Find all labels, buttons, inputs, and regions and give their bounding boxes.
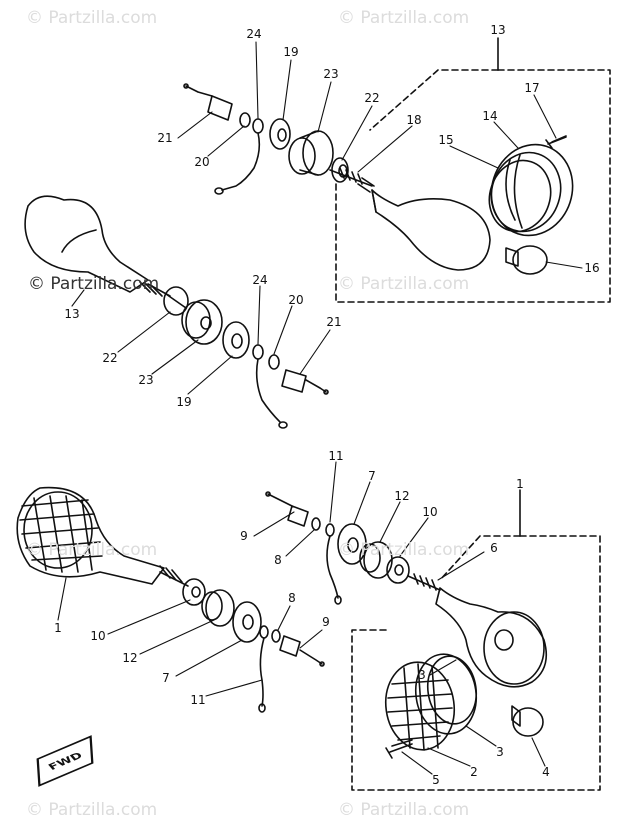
nut-22-top xyxy=(331,157,349,183)
callout-24: 24 xyxy=(252,273,268,287)
bulb-4 xyxy=(511,705,544,737)
callout-5: 5 xyxy=(432,773,440,787)
watermark: © Partzilla.com xyxy=(338,8,470,28)
callout-19: 19 xyxy=(176,395,192,409)
washer-7-right xyxy=(337,523,367,565)
nut-10-left xyxy=(182,578,206,606)
callout-13: 13 xyxy=(64,307,80,321)
callout-8: 8 xyxy=(288,591,296,605)
callout-1: 1 xyxy=(516,477,524,491)
callout-7: 7 xyxy=(162,671,170,685)
callout-11: 11 xyxy=(190,693,206,707)
callout-6: 6 xyxy=(490,541,498,555)
callout-10: 10 xyxy=(422,505,438,519)
stem-mid xyxy=(139,281,171,297)
callout-9: 9 xyxy=(240,529,248,543)
wire-24-top xyxy=(214,118,264,195)
nut-10-right xyxy=(386,556,410,584)
callout-3: 3 xyxy=(496,745,504,759)
callout-2: 2 xyxy=(470,765,478,779)
callout-23: 23 xyxy=(323,67,339,81)
socket-21-mid xyxy=(281,369,329,395)
watermark: © Partzilla.com xyxy=(26,8,158,28)
watermark: © Partzilla.com xyxy=(26,540,158,560)
callout-16: 16 xyxy=(584,261,600,275)
callout-20: 20 xyxy=(288,293,304,307)
callout-18: 18 xyxy=(406,113,422,127)
callout-11: 11 xyxy=(328,449,344,463)
spacer-23-top xyxy=(288,130,334,176)
assembly-13-box xyxy=(335,37,611,303)
callout-22: 22 xyxy=(364,91,380,105)
lens-14 xyxy=(490,143,574,237)
bulb-16 xyxy=(505,245,548,275)
washer-19-top xyxy=(269,118,291,150)
watermark-dark: © Partzilla.com xyxy=(28,274,160,294)
rim-3 xyxy=(414,653,478,735)
stem-6 xyxy=(407,573,441,591)
callout-12: 12 xyxy=(394,489,410,503)
washer-8-right xyxy=(311,517,321,531)
housing-13-top xyxy=(357,177,491,271)
callout-9: 9 xyxy=(322,615,330,629)
wire-24-mid xyxy=(252,344,288,429)
wire-11-right xyxy=(325,523,342,605)
stem-1-left xyxy=(159,565,189,587)
housing-13-mid xyxy=(24,195,149,293)
callout-17: 17 xyxy=(524,81,540,95)
spacer-12-left xyxy=(201,589,235,627)
callout-4: 4 xyxy=(542,765,550,779)
callout-7: 7 xyxy=(368,469,376,483)
socket-21-top xyxy=(183,83,233,121)
screw-17 xyxy=(545,135,567,149)
assembly-1-box xyxy=(351,489,601,791)
callout-12: 12 xyxy=(122,651,138,665)
callout-21: 21 xyxy=(326,315,342,329)
callout-3: 3 xyxy=(418,668,426,682)
callout-24: 24 xyxy=(246,27,262,41)
watermark: © Partzilla.com xyxy=(338,800,470,820)
callout-8: 8 xyxy=(274,553,282,567)
callout-22: 22 xyxy=(102,351,118,365)
wire-11-left xyxy=(258,625,269,713)
rim-15 xyxy=(488,159,552,233)
callout-15: 15 xyxy=(438,133,454,147)
washer-20-mid xyxy=(268,354,280,370)
washer-20-top xyxy=(239,112,251,128)
housing-1-left xyxy=(16,486,165,585)
fwd-label: FWD xyxy=(45,749,85,773)
callout-1: 1 xyxy=(54,621,62,635)
socket-9-left xyxy=(279,635,325,667)
socket-9-right xyxy=(265,491,309,527)
callout-23: 23 xyxy=(138,373,154,387)
callout-20: 20 xyxy=(194,155,210,169)
callout-21: 21 xyxy=(157,131,173,145)
callout-10: 10 xyxy=(90,629,106,643)
callout-19: 19 xyxy=(283,45,299,59)
washer-8-left xyxy=(271,629,281,643)
callout-13: 13 xyxy=(490,23,506,37)
screw-5 xyxy=(385,739,413,759)
spacer-23-mid xyxy=(181,299,223,345)
callout-14: 14 xyxy=(482,109,498,123)
nut-22-mid xyxy=(163,286,189,316)
leader-lines xyxy=(57,41,583,775)
washer-19-mid xyxy=(222,321,250,359)
washer-7-left xyxy=(232,601,262,643)
housing-1-right xyxy=(435,587,548,688)
watermark: © Partzilla.com xyxy=(338,540,470,560)
watermark: © Partzilla.com xyxy=(338,274,470,294)
watermark: © Partzilla.com xyxy=(26,800,158,820)
